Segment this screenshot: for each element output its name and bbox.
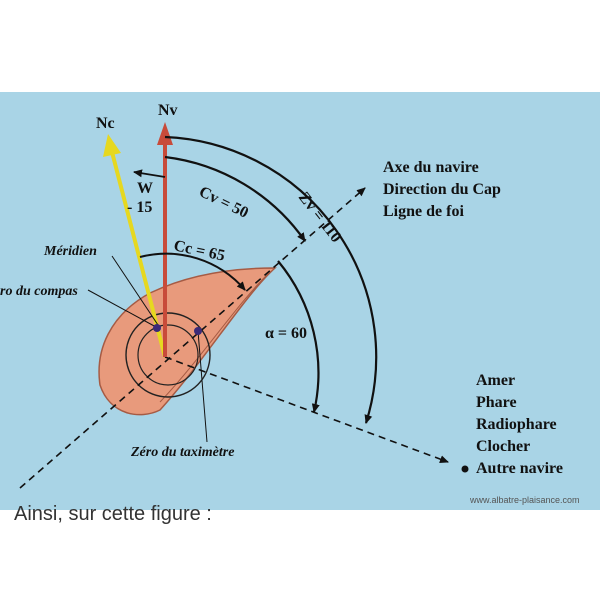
- amer-label-3: Radiophare: [476, 416, 557, 433]
- amer-label-2: Phare: [476, 394, 517, 411]
- alpha-label: α = 60: [265, 325, 307, 342]
- compas-callout: [87, 289, 157, 328]
- nc-arrowhead: [103, 134, 121, 157]
- ship-axis-line: [19, 187, 366, 489]
- zv-arc: [164, 135, 378, 424]
- cv-arc: [164, 155, 306, 242]
- taximetre-zero-point: [194, 327, 202, 335]
- taximetre-callout: [197, 330, 208, 443]
- diagram-background: [0, 92, 600, 510]
- amer-label-4: Clocher: [476, 438, 530, 455]
- page-bottom: [0, 510, 600, 600]
- axe-label-3: Ligne de foi: [383, 203, 464, 220]
- amer-label-5: Autre navire: [476, 460, 563, 477]
- alpha-arc: [277, 260, 320, 413]
- nv-arrowhead: [157, 122, 173, 145]
- credit-text: www.albatre-plaisance.com: [469, 495, 580, 505]
- w-arrow: [133, 169, 166, 178]
- meridien-callout: [111, 255, 159, 326]
- axe-label-1: Axe du navire: [383, 159, 479, 176]
- boat-inner-line: [159, 271, 271, 403]
- compass-circle-inner: [137, 324, 199, 386]
- taximetre-label: Zéro du taximètre: [130, 445, 234, 460]
- nv-label: Nv: [158, 102, 178, 119]
- amer-direction-line: [164, 356, 449, 463]
- nc-label: Nc: [96, 115, 115, 132]
- caption-text: Ainsi, sur cette figure :: [14, 503, 212, 525]
- compass-circle-outer: [125, 312, 211, 398]
- amer-point: [461, 465, 469, 473]
- compass-zero-point: [153, 324, 161, 332]
- w-value-label: - 15: [127, 199, 152, 216]
- meridien-label: Méridien: [43, 244, 97, 259]
- amer-label-1: Amer: [476, 372, 515, 389]
- cc-arc: [139, 252, 246, 291]
- axe-label-2: Direction du Cap: [383, 181, 501, 198]
- compas-label: ro du compas: [0, 284, 78, 299]
- w-label: W: [137, 180, 153, 197]
